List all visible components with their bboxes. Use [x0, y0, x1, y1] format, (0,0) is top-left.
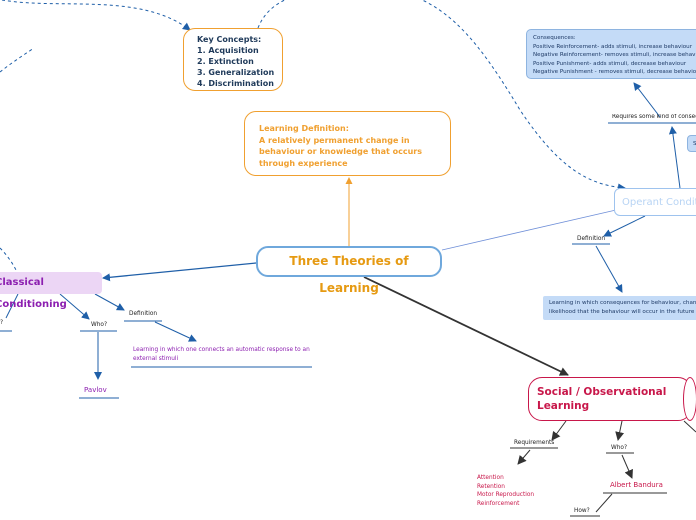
requirement-item: Reinforcement — [477, 500, 520, 507]
social-who-label[interactable]: Who? — [611, 445, 628, 451]
social-learning-title-line: Learning — [537, 400, 590, 412]
classical-left-stub-label[interactable]: ? — [0, 320, 4, 326]
consequences-line: Consequences: — [533, 35, 576, 41]
link-central-social — [363, 276, 569, 376]
social-node-cylinder-cap — [683, 377, 696, 421]
operant-definition-label[interactable]: Definition — [577, 236, 606, 242]
link-classical-definition — [94, 293, 125, 311]
dashed-link-left-lower — [0, 247, 17, 271]
link-central-classical — [102, 262, 257, 282]
classical-definition-line: external stimuli — [133, 355, 179, 362]
link-who-bandura — [621, 454, 633, 479]
social-how-label[interactable]: How? — [574, 508, 590, 514]
link-classical-who — [59, 293, 90, 320]
consequences-line: Negative Reinforcement- removes stimuli,… — [533, 52, 696, 58]
learning-definition-line: Learning Definition: — [259, 124, 349, 133]
social-requirements-list[interactable]: Attention Retention Motor Reproduction R… — [477, 474, 534, 508]
classical-definition-text[interactable]: Learning in which one connects an automa… — [133, 346, 323, 363]
dashed-link-keyconcepts-top — [257, 0, 286, 29]
dashed-link-left-to-keyconcepts — [1, 0, 191, 31]
central-topic[interactable]: Three Theories of Learning — [256, 246, 442, 295]
operant-small-node-label: S — [693, 141, 696, 147]
key-concept-item: 1. Acquisition — [197, 46, 259, 55]
learning-definition-line: A relatively permanent change in — [259, 135, 410, 145]
operant-conditioning-title: Operant Conditioning — [622, 197, 696, 208]
operant-definition-node[interactable]: Learning in which consequences for behav… — [543, 296, 696, 320]
learning-definition-line: through experience — [259, 158, 348, 168]
social-learning-title-line: Social / Observational — [537, 386, 667, 398]
link-classical-left-stub — [5, 293, 19, 319]
classical-conditioning-title: Classical Conditioning — [0, 277, 67, 310]
link-definition-text — [154, 321, 197, 342]
link-bandura-how — [595, 493, 613, 513]
social-who-answer[interactable]: Albert Bandura — [610, 481, 663, 489]
classical-who-label[interactable]: Who? — [91, 322, 108, 328]
classical-conditioning-node[interactable]: Classical Conditioning — [0, 272, 102, 310]
key-concept-item: 3. Generalization — [197, 68, 275, 77]
consequences-line: Negative Punishment - removes stimuli, d… — [533, 69, 696, 75]
operant-definition-line: Learning in which consequences for behav… — [549, 300, 696, 306]
link-requires-consequences — [633, 82, 661, 118]
consequences-line: Positive Punishment- adds stimuli, decre… — [533, 60, 687, 67]
link-definition-operdef — [595, 245, 623, 293]
social-requirements-label[interactable]: Requirements — [514, 440, 555, 446]
key-concepts-heading: Key Concepts: — [197, 35, 262, 44]
classical-who-answer[interactable]: Pavlov — [84, 386, 107, 394]
link-central-operant — [441, 209, 617, 251]
operant-conditioning-node[interactable]: Operant Conditioning — [614, 188, 696, 216]
requirement-item: Attention — [477, 475, 504, 481]
operant-definition-line: likelihood that the behaviour will occur… — [549, 308, 695, 315]
link-social-requirements — [551, 420, 567, 441]
link-requirements-items — [517, 449, 531, 465]
dashed-link-arc-to-operant — [421, 0, 626, 192]
social-learning-node[interactable]: Social / Observational Learning — [528, 377, 692, 421]
key-concept-item: 2. Extinction — [197, 57, 254, 66]
operant-small-node[interactable]: S — [687, 135, 696, 152]
link-social-right — [683, 420, 696, 433]
requirement-item: Retention — [477, 483, 505, 490]
requires-consequence-label[interactable]: Requires some kind of consequence — [612, 114, 696, 120]
learning-definition-line: behaviour or knowledge that occurs — [259, 147, 422, 156]
link-social-who — [615, 420, 625, 441]
learning-definition-node[interactable]: Learning Definition: A relatively perman… — [244, 111, 451, 176]
link-operant-requires — [668, 126, 681, 189]
consequences-line: Positive Reinforcement- adds stimuli, in… — [533, 43, 693, 50]
classical-definition-label[interactable]: Definition — [129, 311, 158, 317]
dashed-link-left-arc — [0, 47, 35, 73]
key-concepts-node[interactable]: Key Concepts: 1. Acquisition 2. Extincti… — [183, 28, 283, 91]
requirement-item: Motor Reproduction — [477, 492, 535, 498]
central-topic-title: Three Theories of Learning — [289, 254, 409, 295]
link-operant-definition — [603, 215, 646, 237]
consequences-node[interactable]: Consequences: Positive Reinforcement- ad… — [526, 29, 696, 79]
key-concept-item: 4. Discrimination — [197, 79, 274, 88]
classical-definition-line: Learning in which one connects an automa… — [133, 347, 310, 353]
